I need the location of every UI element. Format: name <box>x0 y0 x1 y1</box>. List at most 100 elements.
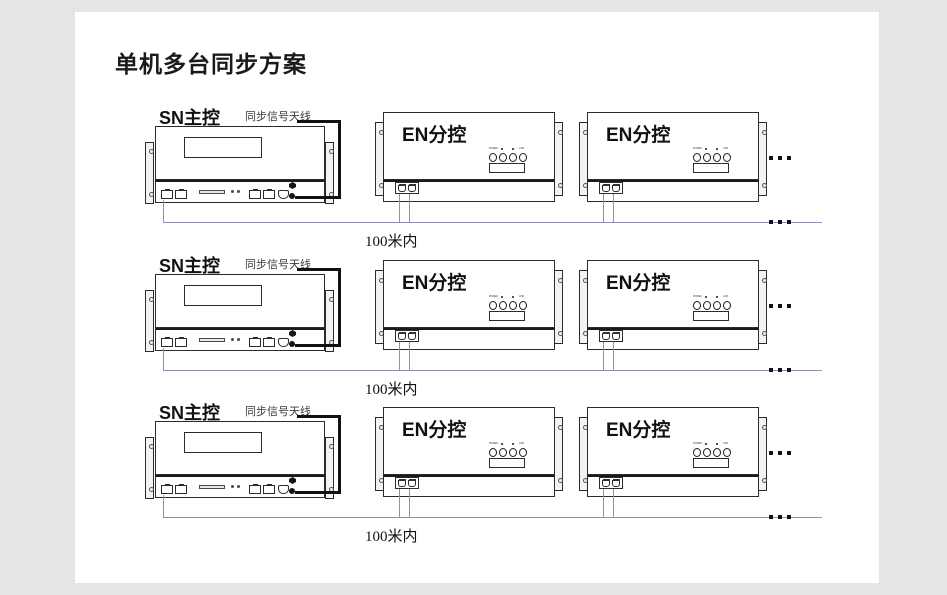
rack-ear-left <box>145 437 154 499</box>
led-dot-1 <box>501 148 504 151</box>
en-sub-label: EN分控 <box>606 273 671 294</box>
rack-ear-right <box>758 122 767 196</box>
antenna-label: 同步信号天线 <box>245 259 311 271</box>
ellipsis-dot <box>787 304 791 308</box>
sn-master-device-3: SN主控 同步信号天线 <box>137 399 347 519</box>
status-led-2 <box>499 448 507 457</box>
led-dot-2 <box>512 296 515 299</box>
en-port-2 <box>612 478 620 487</box>
en-display-screen <box>489 458 525 468</box>
sync-group-row-1: SN主控 同步信号天线 <box>75 104 879 254</box>
wire-en2-drop-b <box>613 489 615 518</box>
sn-rj45-port-1 <box>161 336 173 347</box>
sn-master-label: SN主控 <box>159 403 221 423</box>
antenna-jack-icon <box>289 477 296 484</box>
en-port-cap-2 <box>409 478 416 481</box>
en-port-block <box>599 330 623 342</box>
ellipsis-dot <box>778 220 782 224</box>
led-caption: LINK <box>519 442 525 445</box>
led-caption: LINK <box>519 147 525 150</box>
ellipsis-dot <box>778 515 782 519</box>
rack-ear-right <box>325 437 334 499</box>
more-devices-ellipsis <box>769 156 791 160</box>
en-display-screen <box>693 458 729 468</box>
sn-round-port <box>278 485 289 494</box>
status-led-3 <box>713 448 721 457</box>
ellipsis-dot <box>778 304 782 308</box>
sn-card-slot <box>199 338 225 342</box>
sn-rj45-port-3 <box>249 483 261 494</box>
led-caption: POWER <box>693 147 702 150</box>
en-chassis: EN分控 <box>587 260 759 328</box>
antenna-cable-seg-v <box>338 120 341 198</box>
sn-rj45-port-4 <box>263 336 275 347</box>
sn-round-port <box>278 338 289 347</box>
led-caption: POWER <box>489 442 498 445</box>
wire-en1-drop-b <box>409 342 411 371</box>
sn-panel-dot-2 <box>237 485 240 488</box>
wire-en1-drop-a <box>399 342 401 371</box>
ellipsis-dot <box>769 368 773 372</box>
sync-group-row-3: SN主控 同步信号天线 EN分控 <box>75 399 879 549</box>
rack-ear-left <box>145 142 154 204</box>
status-led-3 <box>509 448 517 457</box>
en-port-2 <box>408 331 416 340</box>
en-port-1 <box>602 478 610 487</box>
antenna-connector-icon <box>289 488 295 494</box>
sn-display-screen <box>184 432 262 453</box>
en-sub-device-1: EN分控 POWER LINK <box>373 112 565 224</box>
en-port-cap-2 <box>409 183 416 186</box>
ellipsis-dot <box>769 451 773 455</box>
en-chassis: EN分控 <box>383 112 555 180</box>
led-dot-1 <box>705 148 708 151</box>
ellipsis-dot <box>778 156 782 160</box>
en-port-2 <box>408 183 416 192</box>
sn-chassis <box>155 421 325 475</box>
sn-rj45-port-1 <box>161 483 173 494</box>
led-caption: POWER <box>489 147 498 150</box>
sync-group-row-2: SN主控 同步信号天线 EN分控 <box>75 252 879 402</box>
ellipsis-dot <box>769 156 773 160</box>
en-rear-panel <box>383 328 555 350</box>
status-led-1 <box>489 301 497 310</box>
rack-ear-right <box>554 122 563 196</box>
antenna-cable-seg-h1 <box>295 196 341 199</box>
ellipsis-dot <box>787 220 791 224</box>
wire-sn-drop <box>163 495 165 518</box>
rack-ear-left <box>145 290 154 352</box>
wire-en1-drop-a <box>399 194 401 223</box>
ellipsis-dot <box>787 368 791 372</box>
antenna-connector-icon <box>289 193 295 199</box>
en-chassis: EN分控 <box>587 112 759 180</box>
sn-panel-dot-2 <box>237 190 240 193</box>
wire-bus <box>163 517 822 519</box>
wire-bus <box>163 222 822 224</box>
en-sub-device-5: EN分控 POWER LINK <box>373 407 565 519</box>
sn-chassis <box>155 274 325 328</box>
more-wires-ellipsis <box>769 368 791 372</box>
led-caption: POWER <box>489 295 498 298</box>
sn-rj45-port-2 <box>175 336 187 347</box>
sn-master-label: SN主控 <box>159 256 221 276</box>
en-port-1 <box>398 331 406 340</box>
en-port-cap-2 <box>613 183 620 186</box>
en-sub-label: EN分控 <box>606 420 671 441</box>
more-wires-ellipsis <box>769 220 791 224</box>
led-dot-2 <box>716 296 719 299</box>
antenna-cable-seg-h1 <box>295 344 341 347</box>
wire-en2-drop-a <box>603 342 605 371</box>
ellipsis-dot <box>787 156 791 160</box>
sn-card-slot <box>199 190 225 194</box>
led-caption: POWER <box>693 295 702 298</box>
en-port-2 <box>612 331 620 340</box>
rack-ear-right <box>325 142 334 204</box>
antenna-label: 同步信号天线 <box>245 111 311 123</box>
rack-ear-right <box>758 417 767 491</box>
antenna-jack-icon <box>289 330 296 337</box>
sn-display-screen <box>184 137 262 158</box>
en-sub-device-3: EN分控 POWER LINK <box>373 260 565 372</box>
sn-panel-dot-1 <box>231 485 234 488</box>
antenna-cable-seg-h2 <box>297 415 341 418</box>
distance-label: 100米内 <box>365 234 418 250</box>
en-port-block <box>395 330 419 342</box>
